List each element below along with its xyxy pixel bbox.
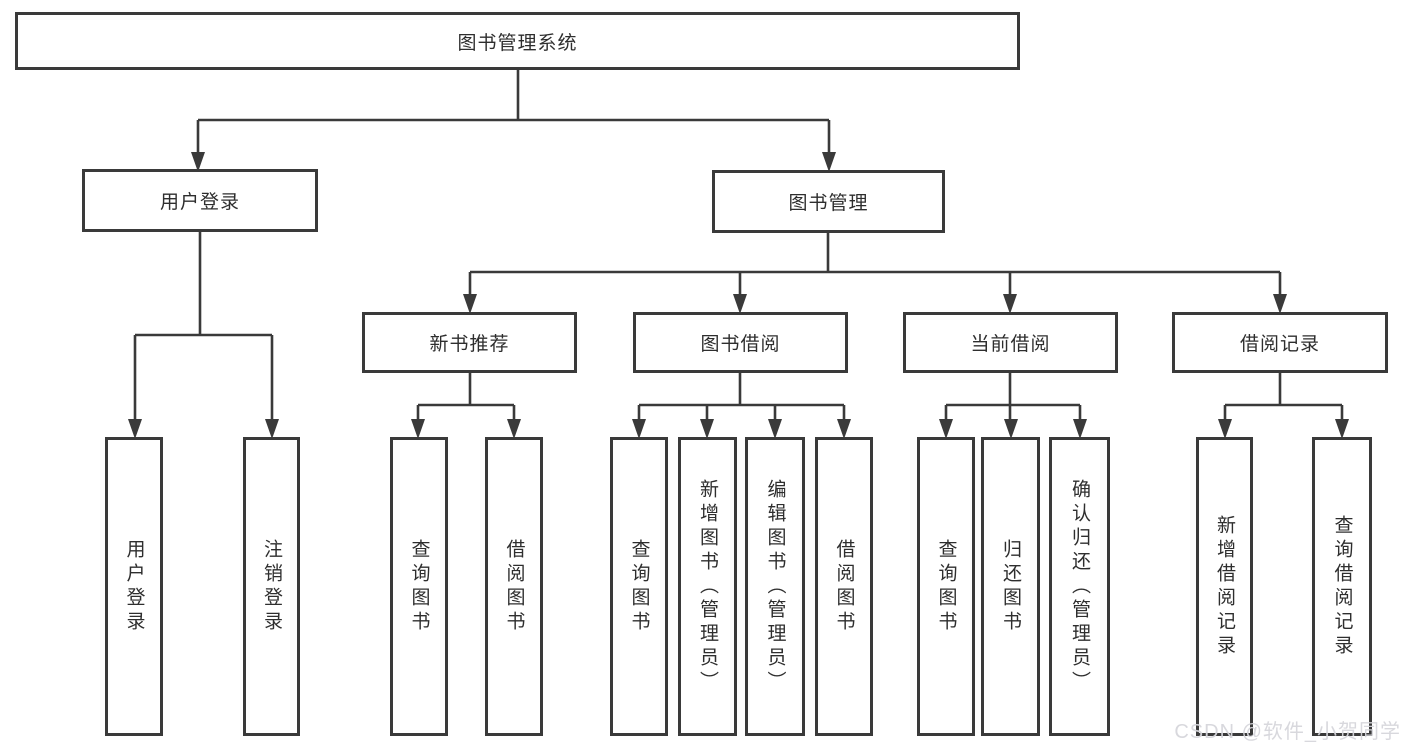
leaf-user-login: 用户登录 [105, 437, 163, 736]
leaf-borrow-book-recommendation-label: 借阅图书 [503, 538, 525, 635]
leaf-add-book-admin: 新增图书（管理员） [678, 437, 737, 736]
leaf-add-borrow-record: 新增借阅记录 [1196, 437, 1253, 736]
leaf-query-borrow-record: 查询借阅记录 [1312, 437, 1372, 736]
leaf-query-borrow-record-label: 查询借阅记录 [1331, 514, 1353, 659]
leaf-borrow-book: 借阅图书 [815, 437, 873, 736]
node-borrowing-records: 借阅记录 [1172, 312, 1388, 373]
leaf-logout-label: 注销登录 [261, 538, 282, 635]
leaf-add-borrow-record-label: 新增借阅记录 [1214, 514, 1235, 659]
leaf-query-book-current: 查询图书 [917, 437, 975, 736]
leaf-edit-book-admin: 编辑图书（管理员） [745, 437, 805, 736]
node-user-login: 用户登录 [82, 169, 318, 232]
leaf-query-book-recommendation: 查询图书 [390, 437, 448, 736]
leaf-return-book-label: 归还图书 [1000, 538, 1021, 635]
node-new-book-recommendation-label: 新书推荐 [429, 334, 510, 355]
leaf-edit-book-admin-label: 编辑图书（管理员） [764, 478, 786, 695]
node-new-book-recommendation: 新书推荐 [362, 312, 577, 373]
node-book-management-label: 图书管理 [788, 193, 869, 214]
node-book-management: 图书管理 [712, 170, 945, 233]
leaf-confirm-return-admin-label: 确认归还（管理员） [1069, 478, 1090, 695]
node-current-borrowing: 当前借阅 [903, 312, 1118, 373]
leaf-add-book-admin-label: 新增图书（管理员） [697, 478, 718, 695]
arrowheads [128, 152, 1349, 439]
leaf-borrow-book-label: 借阅图书 [833, 538, 855, 635]
leaf-query-book-current-label: 查询图书 [935, 538, 957, 635]
node-root-label: 图书管理系统 [457, 32, 578, 54]
node-current-borrowing-label: 当前借阅 [970, 334, 1051, 355]
leaf-query-book-borrowing-label: 查询图书 [628, 538, 650, 635]
leaf-logout: 注销登录 [243, 437, 300, 736]
leaf-confirm-return-admin: 确认归还（管理员） [1049, 437, 1110, 736]
node-book-borrowing: 图书借阅 [633, 312, 848, 373]
node-root: 图书管理系统 [15, 12, 1020, 70]
leaf-query-book-recommendation-label: 查询图书 [408, 538, 430, 635]
node-user-login-label: 用户登录 [159, 192, 240, 213]
node-borrowing-records-label: 借阅记录 [1239, 334, 1320, 355]
leaf-user-login-label: 用户登录 [123, 538, 145, 635]
leaf-borrow-book-recommendation: 借阅图书 [485, 437, 543, 736]
leaf-query-book-borrowing: 查询图书 [610, 437, 668, 736]
leaf-return-book: 归还图书 [981, 437, 1040, 736]
node-book-borrowing-label: 图书借阅 [700, 334, 781, 355]
csdn-watermark: CSDN @软件_小贺同学 [1174, 721, 1401, 743]
